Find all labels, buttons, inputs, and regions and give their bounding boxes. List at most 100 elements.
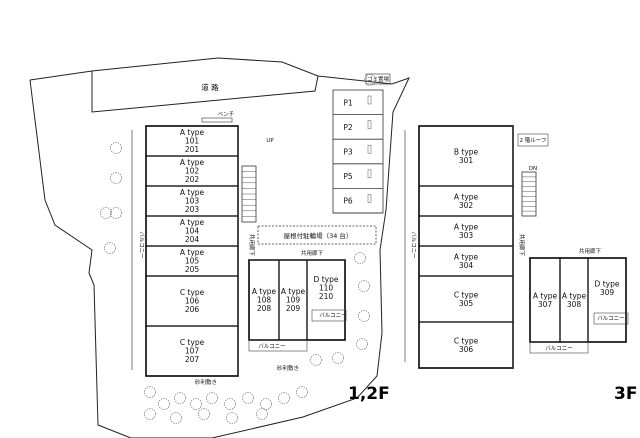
balcony-label-side-b: バルコニー bbox=[319, 312, 346, 319]
road-label: 道 路 bbox=[201, 82, 219, 92]
3f-unit-room: 306 bbox=[459, 345, 474, 354]
main-unit-room: 203 bbox=[185, 205, 200, 214]
tree-mark bbox=[110, 142, 122, 154]
main-unit-type: C type bbox=[180, 288, 205, 297]
main-unit-type: A type bbox=[180, 248, 205, 257]
side3f-unit-room: 308 bbox=[567, 300, 582, 309]
balcony-label-3f: バルコニー bbox=[410, 231, 417, 258]
tree-mark bbox=[104, 242, 116, 254]
dn-label: DN bbox=[529, 166, 537, 172]
tree-mark bbox=[174, 392, 186, 404]
main-unit-room: 105 bbox=[185, 257, 200, 266]
3f-unit-type: B type bbox=[454, 147, 479, 156]
parking-space-label: P3 bbox=[343, 148, 353, 157]
tree-mark bbox=[358, 310, 370, 322]
main-unit-type: C type bbox=[180, 338, 205, 347]
tree-mark bbox=[260, 398, 272, 410]
parking-stop bbox=[367, 194, 372, 203]
side3f-unit-room: 307 bbox=[538, 300, 553, 309]
3f-unit-type: A type bbox=[454, 192, 479, 201]
main-unit-type: A type bbox=[180, 218, 205, 227]
main-unit-room: 206 bbox=[185, 305, 200, 314]
bench bbox=[201, 117, 233, 123]
side-unit-room: 210 bbox=[319, 292, 334, 301]
bench-label: ベンチ bbox=[218, 111, 235, 118]
parking-stop bbox=[367, 169, 372, 179]
tree-mark bbox=[226, 412, 238, 424]
3f-unit-room: 304 bbox=[459, 261, 474, 270]
tree-mark bbox=[354, 252, 366, 264]
gravel-label-a: 砂利敷き bbox=[195, 378, 217, 386]
tree-mark bbox=[170, 412, 182, 424]
tree-mark bbox=[224, 398, 236, 410]
bicycle-parking bbox=[257, 225, 377, 245]
tree-mark bbox=[356, 338, 368, 350]
side-unit-room: 109 bbox=[286, 296, 301, 305]
3f-unit-type: C type bbox=[454, 290, 479, 299]
side-unit-type: A type bbox=[281, 287, 306, 296]
parking-space-label: P1 bbox=[343, 98, 353, 107]
tree-mark bbox=[358, 280, 370, 292]
gravel-label-b: 砂利敷き bbox=[277, 364, 299, 372]
site-boundary bbox=[29, 57, 410, 438]
side-unit-type: D type bbox=[314, 275, 339, 284]
main-unit-room: 207 bbox=[185, 355, 200, 364]
3f-unit-room: 305 bbox=[459, 299, 474, 308]
side3f-unit-type: D type bbox=[595, 279, 620, 288]
floor-label-3f: 3F bbox=[614, 384, 638, 404]
balcony-label-3f-b: バルコニー bbox=[597, 315, 624, 322]
balcony-side-a-box bbox=[248, 339, 308, 352]
main-unit-room: 106 bbox=[185, 297, 200, 306]
main-unit-room: 102 bbox=[185, 167, 200, 176]
tree-mark bbox=[110, 207, 122, 219]
main-unit-type: A type bbox=[180, 158, 205, 167]
tree-mark bbox=[364, 74, 376, 86]
main-unit-room: 205 bbox=[185, 265, 200, 274]
3f-unit-type: A type bbox=[454, 252, 479, 261]
parking-space-label: P5 bbox=[343, 172, 353, 181]
side-unit-room: 209 bbox=[286, 304, 301, 313]
balcony-label-side-a: バルコニー bbox=[258, 343, 285, 350]
stair-3f bbox=[521, 171, 537, 217]
parking-space-label: P6 bbox=[343, 197, 353, 206]
side3f-unit-type: A type bbox=[533, 291, 558, 300]
corridor-label-12f: 共用廊下 bbox=[248, 234, 256, 257]
tree-mark bbox=[332, 352, 344, 364]
bicycle-parking-label: 屋根付駐輪場（34 台） bbox=[284, 231, 353, 240]
balcony-side-b-box bbox=[311, 309, 347, 322]
corridor-label-3f-side: 共用廊下 bbox=[579, 247, 602, 255]
parking-stop bbox=[367, 144, 372, 154]
main-unit-type: A type bbox=[180, 188, 205, 197]
3f-unit-room: 302 bbox=[459, 201, 474, 210]
side-unit-room: 110 bbox=[319, 284, 334, 293]
balcony-3f-a-box bbox=[529, 341, 589, 354]
main-unit-room: 107 bbox=[185, 347, 200, 356]
main-unit-room: 204 bbox=[185, 235, 200, 244]
tree-mark bbox=[198, 408, 210, 420]
up-label: UP bbox=[266, 138, 274, 144]
tree-mark bbox=[278, 392, 290, 404]
main-unit-room: 101 bbox=[185, 137, 200, 146]
corridor-label-3f: 共用廊下 bbox=[518, 234, 526, 257]
parking-stop bbox=[367, 95, 372, 105]
balcony-label-west: バルコニー bbox=[138, 231, 145, 258]
tree-mark bbox=[100, 207, 112, 219]
main-unit-room: 103 bbox=[185, 197, 200, 206]
tree-mark bbox=[256, 408, 268, 420]
garbage-label: ゴミ置場 bbox=[367, 75, 390, 83]
tree-mark bbox=[242, 392, 254, 404]
tree-mark bbox=[190, 398, 202, 410]
side3f-unit-type: A type bbox=[562, 291, 587, 300]
parking-space-label: P2 bbox=[343, 123, 353, 132]
side-unit-room: 108 bbox=[257, 296, 272, 305]
floor-label-12f: 1,2F bbox=[348, 384, 390, 404]
main-unit-room: 201 bbox=[185, 145, 200, 154]
3f-unit-type: A type bbox=[454, 222, 479, 231]
parking-stop bbox=[367, 120, 372, 129]
tree-mark bbox=[206, 392, 218, 404]
balcony-3f-b-box bbox=[593, 312, 629, 325]
3f-unit-room: 303 bbox=[459, 231, 474, 240]
side-unit-room: 208 bbox=[257, 304, 272, 313]
